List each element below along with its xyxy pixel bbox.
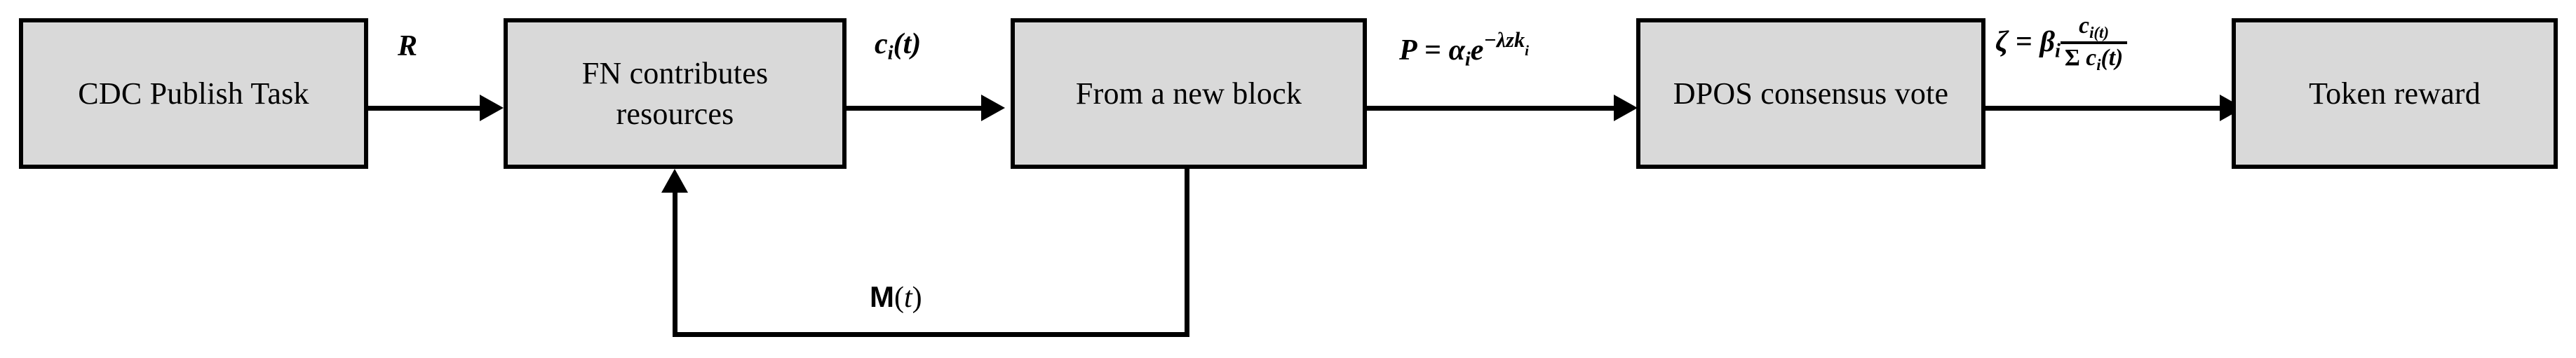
node-cdc-publish-task[interactable]: CDC Publish Task xyxy=(19,18,368,169)
edge-mt-segment-left xyxy=(673,332,1189,337)
node-fn-contributes[interactable]: FN contributes resources xyxy=(504,18,847,169)
edge-zeta-var: ζ xyxy=(1995,25,2009,58)
edge-ci-arg: (t) xyxy=(893,28,922,60)
edge-zeta-beta: β xyxy=(2039,25,2055,58)
edge-zeta-den-arg: (t) xyxy=(2100,45,2124,71)
edge-r-label-text: R xyxy=(398,30,418,62)
edge-mt-open-paren: ( xyxy=(894,282,904,314)
node-dpos-consensus[interactable]: DPOS consensus vote xyxy=(1636,18,1985,169)
edge-p-var: P xyxy=(1399,34,1417,67)
edge-zeta-den-subscript: i xyxy=(2096,56,2101,74)
edge-p-exponent: −λzk xyxy=(1483,28,1525,52)
edge-ci-subscript: i xyxy=(887,42,893,64)
edge-zeta-den-sigma: Σ xyxy=(2064,45,2086,71)
node-dpos-consensus-label: DPOS consensus vote xyxy=(1673,76,1949,111)
edge-mt-segment-down xyxy=(1185,169,1189,337)
edge-zeta-line xyxy=(1985,106,2225,111)
edge-p-alpha-subscript: i xyxy=(1464,48,1471,71)
edge-mt-label: M(t) xyxy=(870,280,922,314)
edge-ci-arrowhead xyxy=(981,95,1005,121)
edge-zeta-equals: = xyxy=(2008,25,2040,58)
node-from-new-block[interactable]: From a new block xyxy=(1011,18,1367,169)
node-token-reward-label: Token reward xyxy=(2309,76,2481,111)
edge-p-formula-label: P = αie−λzki xyxy=(1399,29,1529,70)
edge-p-exp-base: e xyxy=(1470,34,1484,67)
edge-zeta-numerator: ci(t) xyxy=(2060,12,2128,45)
edge-zeta-num-base: c xyxy=(2079,12,2090,39)
edge-zeta-den-base: c xyxy=(2086,45,2097,71)
edge-zeta-beta-subscript: i xyxy=(2054,40,2061,62)
edge-mt-close-paren: ) xyxy=(912,282,922,314)
edge-mt-t-glyph: t xyxy=(904,282,912,314)
edge-ci-base: c xyxy=(875,28,888,60)
edge-r-arrowhead xyxy=(480,95,504,121)
edge-p-line xyxy=(1367,106,1619,111)
edge-p-alpha: α xyxy=(1448,34,1465,67)
edge-r-label: R xyxy=(398,32,417,61)
node-from-new-block-label: From a new block xyxy=(1075,76,1302,111)
edge-p-arrowhead xyxy=(1614,95,1638,121)
edge-mt-arrowhead xyxy=(661,169,688,193)
edge-zeta-fraction: ci(t)Σ ci(t) xyxy=(2060,12,2128,74)
edge-zeta-denominator: Σ ci(t) xyxy=(2061,44,2127,74)
edge-p-exponent-subscript: i xyxy=(1525,41,1529,59)
edge-r-line xyxy=(368,106,485,111)
edge-ci-label: ci(t) xyxy=(875,29,921,64)
node-cdc-publish-task-label: CDC Publish Task xyxy=(78,76,309,111)
edge-zeta-num-subscript: i(t) xyxy=(2089,23,2109,41)
edge-mt-segment-up xyxy=(673,191,677,334)
node-token-reward[interactable]: Token reward xyxy=(2232,18,2558,169)
node-fn-contributes-label: FN contributes resources xyxy=(581,56,769,131)
edge-mt-m-glyph: M xyxy=(870,280,894,313)
edge-ci-line xyxy=(847,106,987,111)
edge-p-equals: = xyxy=(1417,34,1449,67)
